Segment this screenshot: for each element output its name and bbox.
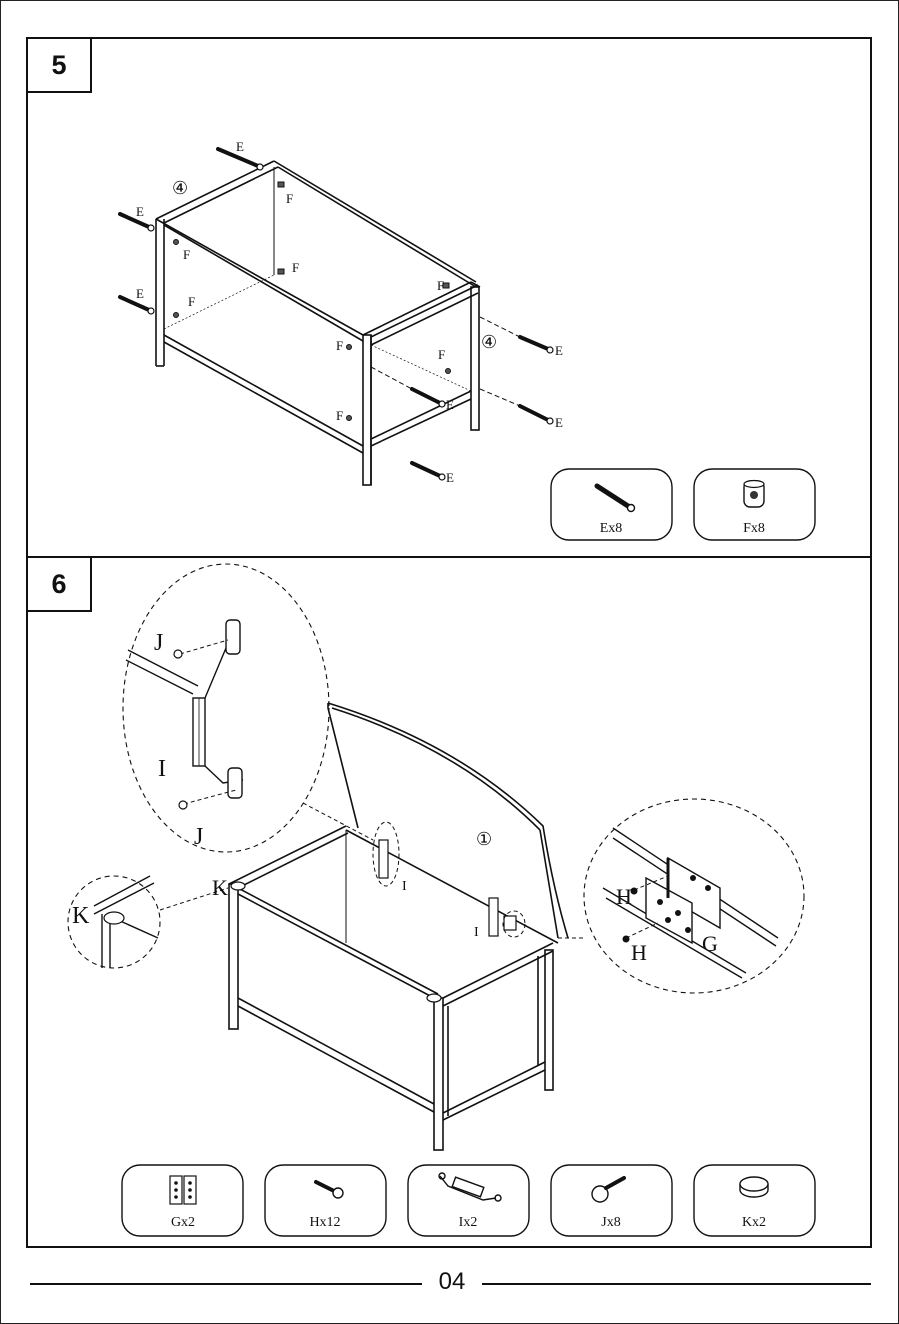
part-box-e: Ex8: [551, 469, 672, 540]
label-f: F: [336, 408, 343, 423]
footer-rule-left: [30, 1283, 422, 1285]
label-e: E: [446, 397, 454, 412]
bumper-k-icon: [104, 912, 124, 924]
label-f: F: [437, 278, 444, 293]
detail-stay-callout: [123, 564, 329, 852]
barrel-nut-f-icon: [744, 481, 764, 508]
label-e: E: [555, 415, 563, 430]
bumper-k: [231, 882, 245, 890]
screw-j: [174, 650, 187, 809]
label-j: J: [154, 630, 163, 656]
label-f: F: [286, 191, 293, 206]
part-qty-j: Jx8: [601, 1215, 620, 1230]
label-f: F: [438, 347, 445, 362]
label-h: H: [631, 940, 647, 965]
label-g: G: [702, 931, 718, 956]
label-k: K: [72, 903, 90, 929]
part-qty-g: Gx2: [171, 1215, 195, 1230]
label-i: I: [474, 925, 479, 940]
bumper-k: [427, 994, 441, 1002]
label-e: E: [555, 343, 563, 358]
label-e: E: [136, 204, 144, 219]
page-footer: 04: [0, 1265, 899, 1301]
part-qty-e: Ex8: [600, 521, 623, 536]
label-i: I: [402, 879, 407, 894]
label-f: F: [336, 338, 343, 353]
label-i: I: [158, 756, 166, 782]
part-box-k: Kx2: [694, 1165, 815, 1236]
part-qty-h: Hx12: [309, 1215, 340, 1230]
label-e: E: [236, 139, 244, 154]
panel-ref-4: ④: [481, 332, 497, 352]
part-box-j: Jx8: [551, 1165, 672, 1236]
footer-rule-right: [482, 1283, 871, 1285]
hinge-g: [504, 916, 516, 930]
step-5-diagram: E E E E E E E F F F F F F F F ④ ④ Ex8: [28, 39, 874, 560]
label-e: E: [446, 470, 454, 485]
lid-ref-1: ①: [476, 829, 492, 849]
label-j: J: [194, 824, 203, 850]
page-number: 04: [422, 1268, 482, 1296]
part-box-h: Hx12: [265, 1165, 386, 1236]
lid-stay-i: [379, 840, 388, 878]
label-k: K: [212, 875, 228, 900]
panel-ref-4: ④: [172, 178, 188, 198]
part-qty-i: Ix2: [459, 1215, 478, 1230]
bumper-k-icon: [740, 1177, 768, 1197]
label-f: F: [292, 260, 299, 275]
label-f: F: [188, 294, 195, 309]
step-6-panel: 6 ①: [26, 556, 872, 1248]
label-e: E: [136, 286, 144, 301]
label-h: H: [616, 884, 632, 909]
part-qty-f: Fx8: [743, 521, 765, 536]
part-box-i: Ix2: [408, 1165, 529, 1236]
step-6-diagram: ① K: [28, 558, 874, 1250]
part-qty-k: Kx2: [742, 1215, 766, 1230]
part-box-f: Fx8: [694, 469, 815, 540]
step-5-panel: 5: [26, 37, 872, 558]
part-box-g: Gx2: [122, 1165, 243, 1236]
label-f: F: [183, 247, 190, 262]
lid-stay-i: [489, 898, 498, 936]
